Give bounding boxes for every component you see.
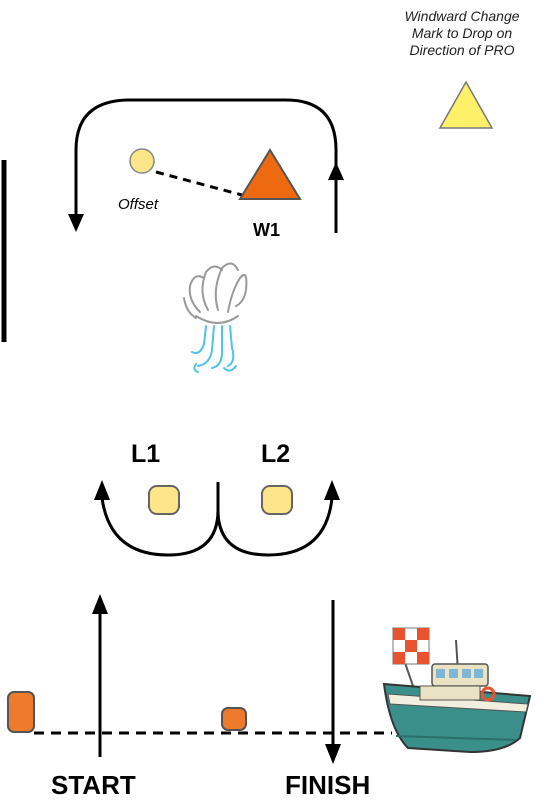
w1-label: W1 xyxy=(253,220,280,240)
committee-boat xyxy=(382,627,532,754)
leeward-right-arrowhead xyxy=(324,480,340,500)
windward-change-note: Windward Change Mark to Drop on Directio… xyxy=(378,8,543,59)
pin-mark-left xyxy=(7,691,35,733)
l2-label: L2 xyxy=(261,440,291,468)
start-label: START xyxy=(51,770,136,800)
finish-arrowhead xyxy=(325,744,341,764)
leeward-left-arrowhead xyxy=(94,480,110,500)
note-line-1: Windward Change xyxy=(404,8,520,24)
note-line-3: Direction of PRO xyxy=(409,42,515,58)
leeward-gate-path-right xyxy=(216,497,334,557)
start-arrowhead xyxy=(92,594,108,614)
wind-symbol xyxy=(183,262,248,373)
leeward-mark-l1 xyxy=(148,485,180,515)
leeward-mark-l2 xyxy=(261,485,293,515)
windward-mark-w1 xyxy=(238,148,302,200)
change-mark-triangle xyxy=(438,80,494,129)
offset-dashed-line xyxy=(155,170,243,197)
windward-rounding-path xyxy=(74,98,338,233)
leeward-gate-path-left xyxy=(100,482,220,557)
committee-flag xyxy=(392,627,430,665)
offset-mark xyxy=(129,148,155,174)
pin-mark-middle xyxy=(221,707,247,731)
finish-label: FINISH xyxy=(285,770,371,800)
l1-label: L1 xyxy=(131,440,161,468)
windward-path-arrowhead-down xyxy=(68,214,84,232)
offset-label: Offset xyxy=(118,196,159,213)
note-line-2: Mark to Drop on xyxy=(411,25,513,41)
windward-path-arrowhead-up xyxy=(328,162,344,180)
